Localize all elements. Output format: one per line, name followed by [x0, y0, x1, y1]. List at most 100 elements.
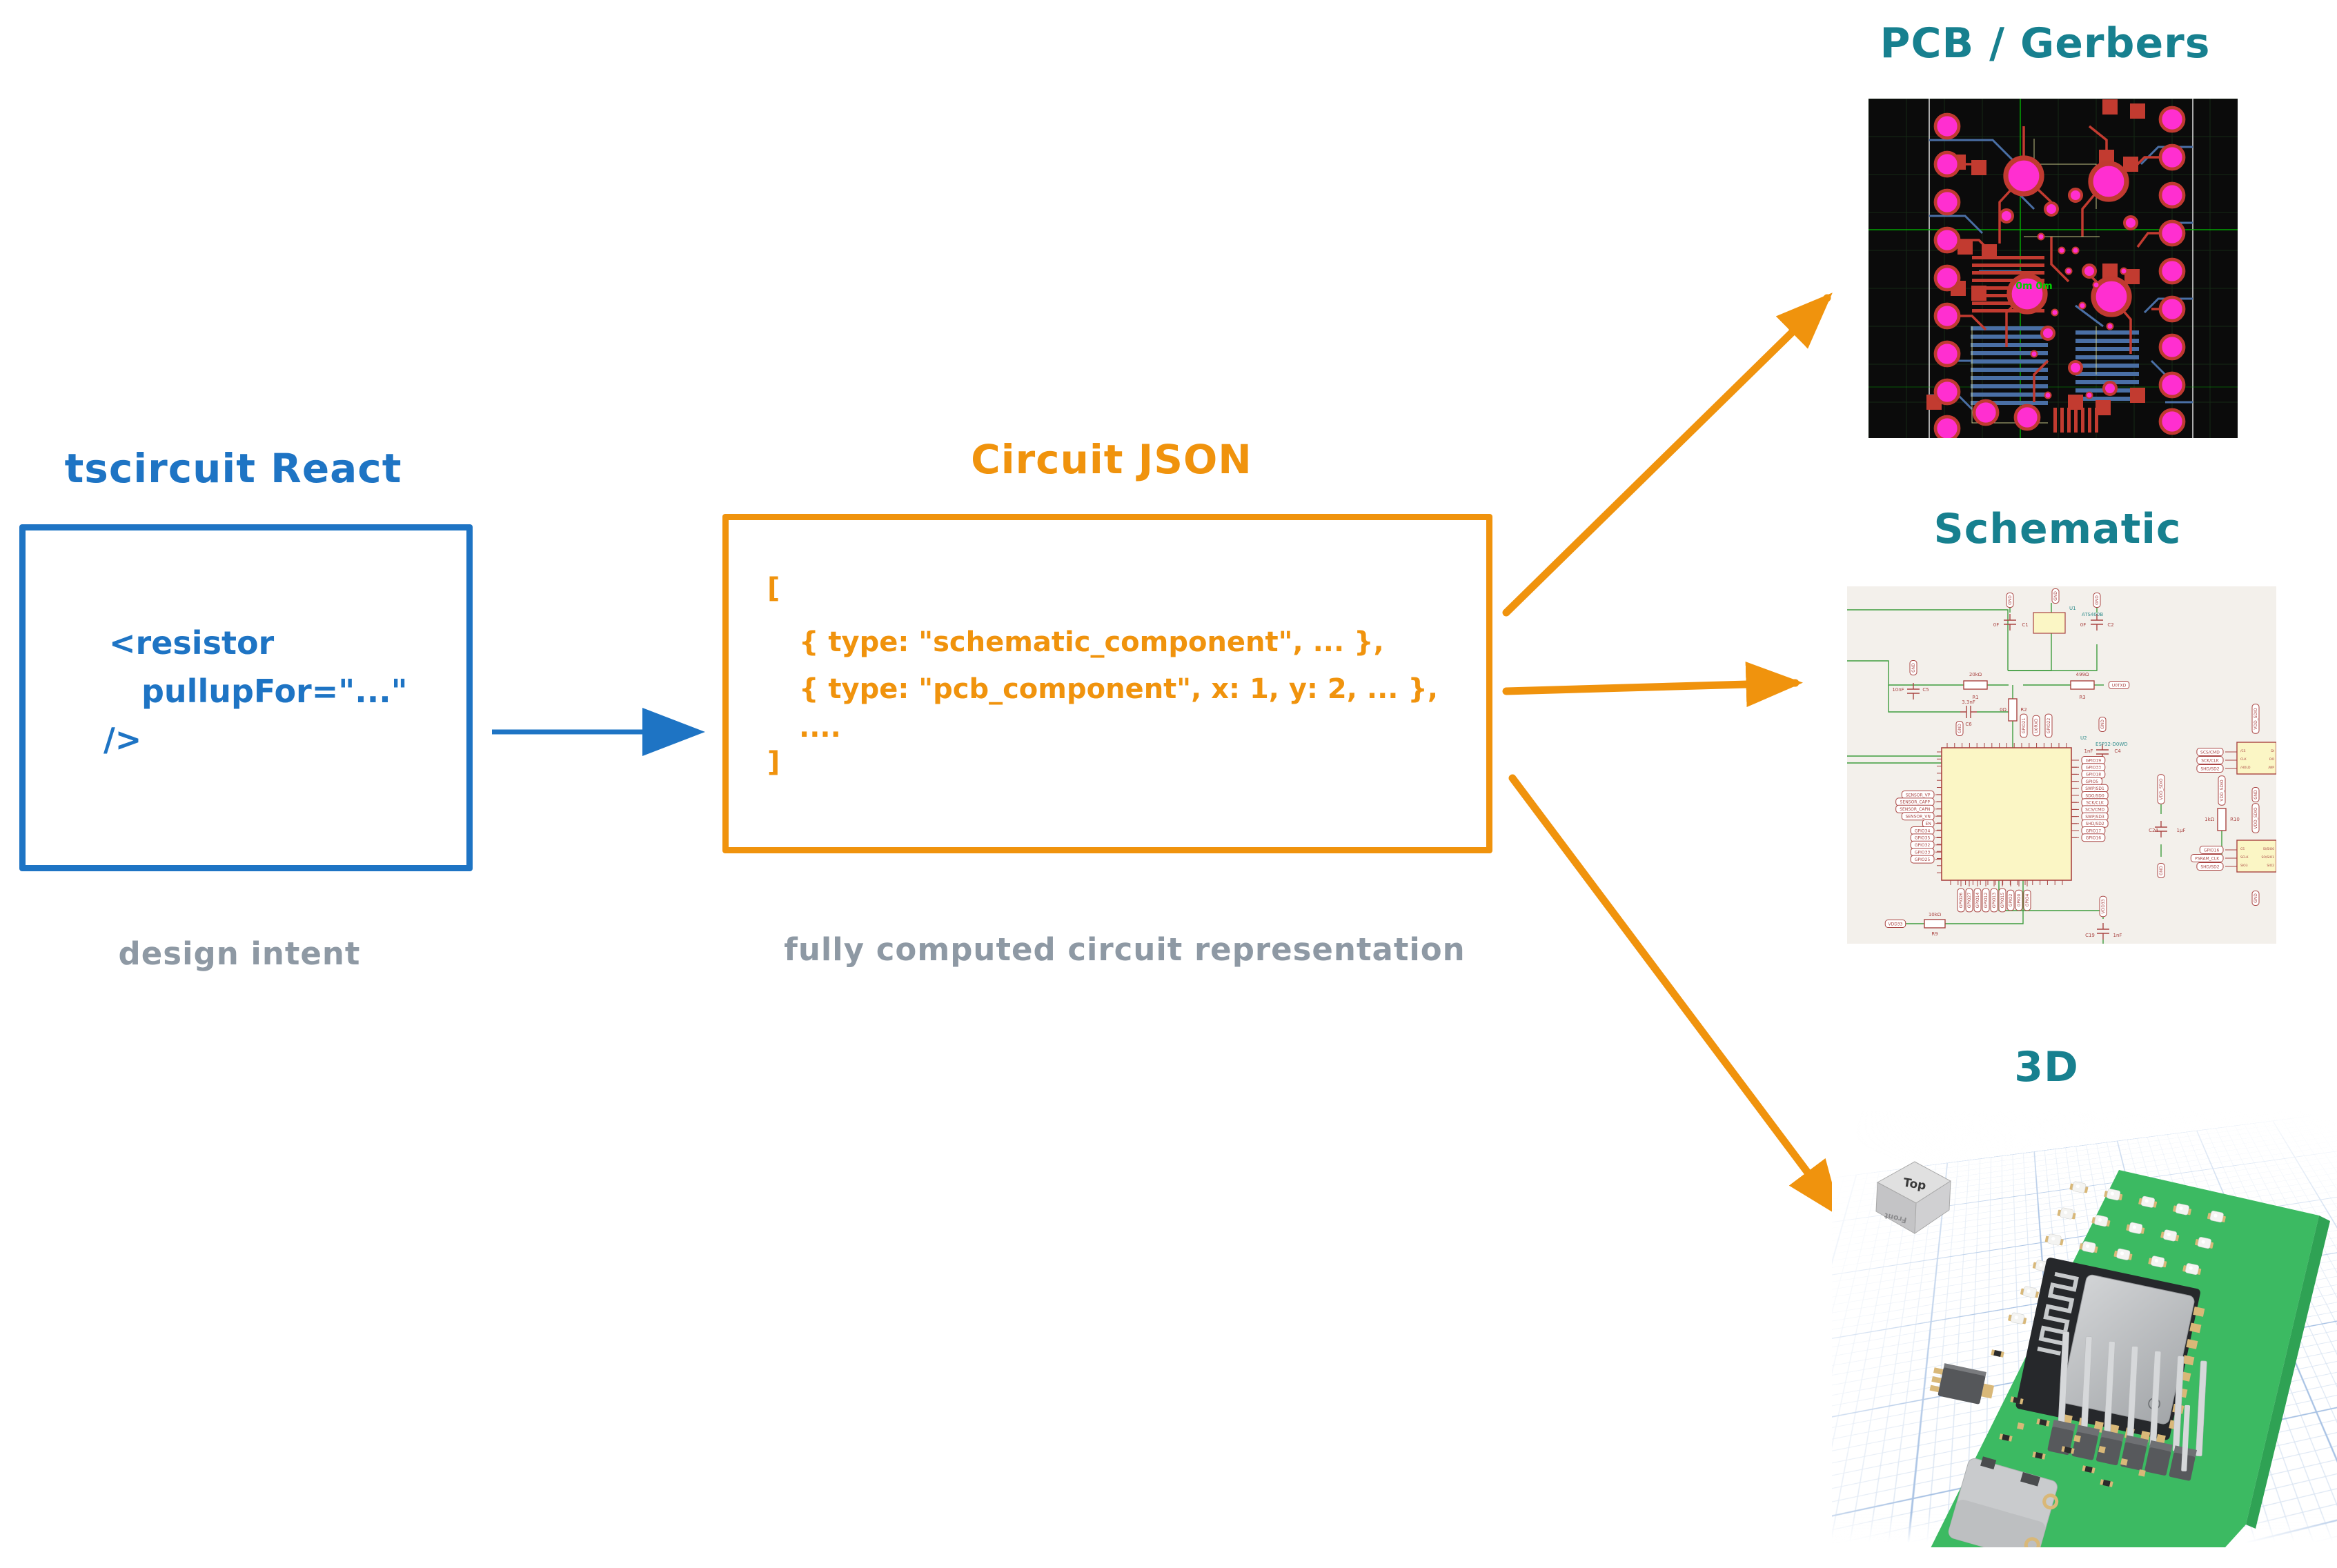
schematic-pin-label-right: GPIO17 [2081, 826, 2106, 835]
schematic-pin-label-right: SWP/SD3 [2081, 812, 2109, 821]
flash-pin-name: /HOLD [2240, 766, 2251, 770]
pcb-through-hole-pad [2044, 201, 2059, 217]
net-label-text: GND [2159, 866, 2164, 875]
psram-pin-name: SCLK [2240, 855, 2249, 860]
pcb-through-hole-pad [1933, 378, 1961, 406]
schematic-pin-label-psram: SHD/SD2 [2196, 862, 2224, 871]
net-label-text: SHD/SD2 [2200, 864, 2219, 869]
sd-hook-pad [2024, 1537, 2040, 1547]
header-pin [2196, 1360, 2207, 1457]
schematic-pin-label-flash: SCK/CLK [2196, 756, 2224, 764]
header-block-top [2076, 1425, 2100, 1438]
psram-pin-name: SI/SIO0 [2263, 847, 2274, 851]
threed-board-edge [2246, 1215, 2330, 1529]
schematic-pin-label-psram: PSRAM_CLK [2190, 854, 2224, 862]
schematic-pin-label-right: SWP/SD1 [2081, 784, 2109, 793]
flash-pin-name: /CS [2240, 749, 2246, 753]
schematic-net-label: GND [2051, 588, 2060, 604]
header-block [2096, 1437, 2122, 1466]
pcb-through-hole-pad [2068, 360, 2083, 375]
schematic-chip-psram [2236, 840, 2276, 873]
pcb-through-hole-pad [1933, 188, 1961, 216]
header-block-top [2149, 1440, 2173, 1453]
schematic-value-text: C24 [2149, 828, 2158, 833]
net-label-text: GPIO14 [1975, 893, 1980, 909]
arrow-json-to-pcb [1502, 292, 1833, 617]
net-label-text: SHD/SD2 [2085, 822, 2104, 826]
threed-microsd [1948, 1456, 2059, 1547]
pcb-through-hole-pad [2091, 276, 2132, 317]
schematic-value-text: 1µF [2177, 828, 2186, 833]
passive-component [2061, 1446, 2075, 1454]
threed-title: 3D [2014, 1043, 2079, 1091]
source-code-line-1: <resistor [109, 624, 275, 662]
net-label-text: SENSOR_CAPP [1900, 800, 1931, 805]
net-label-text: SDO/SD0 [2085, 793, 2104, 798]
net-label-text: GND [2254, 893, 2258, 903]
arrow-json-to-3d [1508, 774, 1842, 1218]
sd-notch [1980, 1456, 1997, 1470]
esp-castellation [2193, 1307, 2205, 1317]
schematic-net-label: VDD_SDIO [2251, 803, 2260, 833]
net-label-text: SWP/SD3 [2085, 815, 2104, 820]
header-block-top [2100, 1429, 2124, 1443]
psram-pin-name: CS [2240, 847, 2245, 851]
sot-tab [1981, 1383, 1995, 1399]
pcb-through-hole-pad [1933, 302, 1961, 330]
source-title: tscircuit React [64, 445, 402, 492]
led-component [2104, 1189, 2123, 1201]
led-component [2091, 1215, 2111, 1227]
flash-pin-name: DI [2271, 749, 2274, 753]
pcb-through-hole-pad [1933, 264, 1961, 292]
source-box [19, 524, 473, 871]
schematic-chip-u1 [2033, 612, 2066, 634]
net-label-text: GPIO25 [1915, 857, 1931, 862]
net-label-text: GPIO13 [1992, 893, 1997, 909]
schematic-pin-label-left: SENSOR_VN [1901, 812, 1935, 821]
source-caption: design intent [118, 935, 361, 972]
sot-body [1937, 1367, 1986, 1405]
sd-body-lower [1949, 1499, 2046, 1547]
schematic-pin-label-left: GPIO34 [1910, 826, 1935, 835]
schematic-net-label: GPIO21 [2020, 713, 2028, 738]
schematic-pin-label-bottom: GPIO26 [1957, 888, 1965, 913]
pcb-through-hole-pad [2158, 181, 2186, 209]
schematic-net-label: VDD_SDIO [2251, 704, 2260, 734]
pcb-through-hole-pad [1933, 226, 1961, 254]
passive-component [2010, 1396, 2024, 1405]
schematic-pin-label-bottom: GPIO14 [1973, 888, 1982, 913]
psram-pin-name: SIO2 [2267, 864, 2274, 868]
pcb-title: PCB / Gerbers [1880, 19, 2211, 68]
schematic-net-label: GPIO22 [2044, 713, 2053, 738]
json-code-line-1: [ [767, 573, 780, 604]
arrow-json-to-schematic [1502, 662, 1803, 708]
pcb-through-hole-pad [2158, 371, 2186, 399]
net-label-text: PSRAM_CLK [2195, 856, 2220, 861]
net-label-text: GPIO19 [2086, 758, 2102, 763]
threed-sot223 [1929, 1363, 1995, 1405]
schematic-pin-label-left: SENSOR_CAPN [1895, 804, 1935, 813]
led-component [2182, 1263, 2202, 1276]
schematic-pin-label-right: GPIO16 [2081, 833, 2106, 842]
sot-pad [1933, 1367, 1944, 1375]
schematic-value-text: C2 [2107, 622, 2113, 628]
schematic-designator: ATS400B [2082, 612, 2103, 617]
net-label-text: GPIO26 [1959, 893, 1964, 909]
header-block [2144, 1447, 2171, 1476]
schematic-value-text: 10nF [1892, 687, 1904, 693]
pcb-through-hole-pad [1999, 208, 2014, 224]
pcb-through-hole-pad [2158, 106, 2186, 133]
pcb-through-hole-pad [2158, 219, 2186, 247]
bare-pad [2017, 1422, 2024, 1430]
schematic-chip-u2 [1941, 747, 2072, 881]
schematic-pin-label-right: GPIO19 [2081, 756, 2106, 764]
bare-pad [2120, 1458, 2128, 1466]
net-label-text: GPIO33 [2086, 766, 2102, 771]
net-label-text: GPIO33 [1915, 851, 1931, 855]
schematic-resistors [1924, 680, 2227, 929]
net-label-text: VDD_SDIO [2159, 778, 2164, 800]
header-block-top [2124, 1435, 2149, 1448]
schematic-pin-label-psram: GPIO16 [2199, 846, 2224, 854]
